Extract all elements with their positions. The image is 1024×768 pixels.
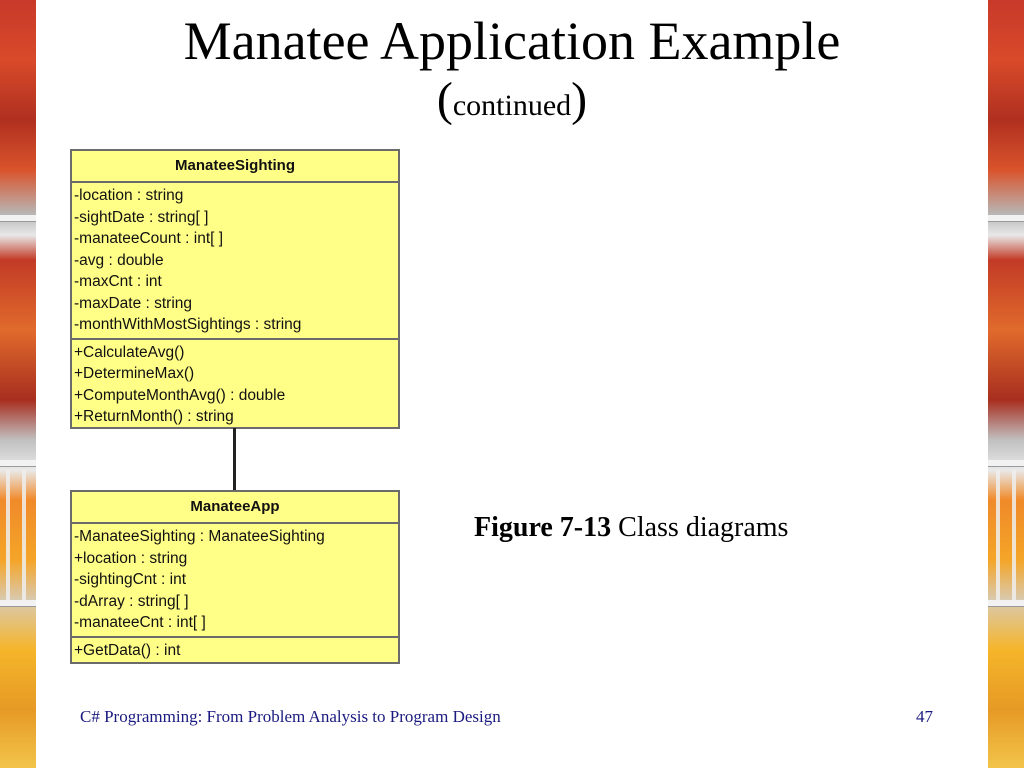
figure-label: Figure 7-13 (474, 512, 612, 543)
slide-title: Manatee Application Example (continued) (60, 14, 964, 124)
attribute-row: +location : string (74, 549, 188, 567)
attribute-row: -sightingCnt : int (74, 571, 186, 588)
method-row: +ComputeMonthAvg() : double (74, 386, 286, 404)
association-line (233, 428, 236, 490)
title-open-paren: ( (436, 73, 453, 126)
method-row: +GetData() : int (74, 641, 181, 659)
attribute-row: -manateeCount : int[ ] (74, 230, 224, 247)
attribute-row: -maxCnt : int (74, 273, 162, 290)
class-name: ManateeApp (72, 492, 398, 524)
slide-number: 47 (916, 707, 933, 726)
class-box-manatee-app: ManateeApp -ManateeSighting : ManateeSig… (70, 490, 400, 664)
class-box-manatee-sighting: ManateeSighting -location : string -sigh… (70, 149, 400, 429)
attribute-row: -manateeCnt : int[ ] (74, 614, 206, 631)
method-row: +ReturnMonth() : string (74, 408, 234, 425)
title-continued: (continued) (60, 76, 964, 124)
methods-section: +CalculateAvg() +DetermineMax() +Compute… (72, 337, 398, 430)
title-close-paren: ) (571, 73, 588, 126)
footer-course-title: C# Programming: From Problem Analysis to… (80, 707, 501, 726)
attribute-row: -maxDate : string (74, 294, 193, 312)
left-decorative-band (0, 0, 36, 768)
methods-section: +GetData() : int (72, 635, 398, 664)
attribute-row: -sightDate : string[ ] (74, 208, 209, 226)
attribute-row: -dArray : string[ ] (74, 592, 189, 610)
figure-caption: Figure 7-13 Class diagrams (474, 512, 788, 544)
class-name: ManateeSighting (72, 151, 398, 183)
attribute-row: -location : string (74, 187, 184, 204)
attribute-row: -avg : double (74, 251, 164, 269)
attribute-row: -ManateeSighting : ManateeSighting (74, 528, 325, 545)
title-main: Manatee Application Example (183, 11, 841, 71)
title-continued-text: continued (452, 89, 572, 122)
method-row: +CalculateAvg() (74, 343, 185, 361)
attributes-section: -location : string -sightDate : string[ … (72, 183, 398, 338)
attributes-section: -ManateeSighting : ManateeSighting +loca… (72, 524, 398, 636)
right-decorative-band (988, 0, 1024, 768)
attribute-row: -monthWithMostSightings : string (74, 316, 302, 333)
method-row: +DetermineMax() (74, 365, 195, 382)
figure-description: Class diagrams (618, 512, 789, 543)
